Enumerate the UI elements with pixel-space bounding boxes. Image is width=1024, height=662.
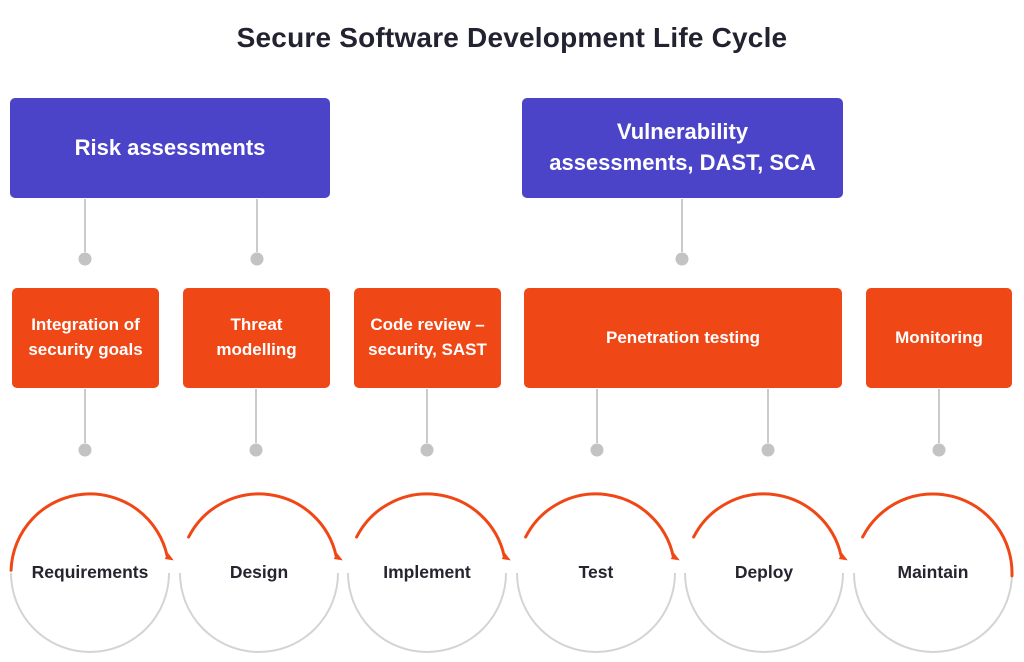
connector-dot — [761, 443, 775, 457]
mid-box-monitoring: Monitoring — [866, 288, 1012, 388]
connector-dot — [675, 252, 689, 266]
connector-dot — [250, 252, 264, 266]
mid-box-integration-of-security-goals: Integration of security goals — [12, 288, 159, 388]
connector-dot — [420, 443, 434, 457]
mid-box-penetration-testing: Penetration testing — [524, 288, 842, 388]
connector — [761, 389, 775, 457]
connector-dot — [249, 443, 263, 457]
top-connectors — [78, 199, 689, 266]
mid-box-label-line1: Code review – — [370, 315, 485, 335]
mid-box-code-review: Code review – security, SAST — [354, 288, 501, 388]
connector — [932, 389, 946, 457]
mid-box-label-line2: security, SAST — [368, 340, 487, 359]
cycle-step-test: Test — [578, 562, 614, 582]
connector-dot — [590, 443, 604, 457]
connector — [78, 199, 92, 266]
mid-box-label-line1: Integration of — [31, 315, 140, 335]
connector — [420, 389, 434, 457]
top-box-risk-assessments: Risk assessments — [10, 98, 330, 198]
bottom-connectors — [78, 389, 946, 457]
cycle-step-requirements: Requirements — [31, 562, 149, 582]
top-box-label-line2: assessments, DAST, SCA — [549, 150, 816, 175]
connector-dot — [78, 252, 92, 266]
connector — [250, 199, 264, 266]
mid-box-label-line1: Threat — [230, 315, 283, 335]
mid-box-label: Monitoring — [895, 327, 983, 347]
connector — [675, 199, 689, 266]
mid-box-label-line2: security goals — [28, 340, 143, 359]
cycle-step-implement: Implement — [383, 562, 471, 582]
top-box-label-line1: Vulnerability — [616, 119, 749, 145]
connector — [78, 389, 92, 457]
mid-box-threat-modelling: Threat modelling — [183, 288, 330, 388]
page-title: Secure Software Development Life Cycle — [236, 22, 788, 53]
cycle-step-deploy: Deploy — [734, 562, 794, 582]
top-box-label: Risk assessments — [74, 134, 266, 160]
connector-dot — [932, 443, 946, 457]
mid-box-label: Penetration testing — [606, 327, 760, 347]
cycle-step-maintain: Maintain — [897, 562, 969, 582]
mid-box-label-line2: modelling — [216, 340, 297, 359]
connector — [249, 389, 263, 457]
connector — [590, 389, 604, 457]
cycle-step-design: Design — [229, 562, 289, 582]
top-box-vulnerability-assessments: Vulnerability assessments, DAST, SCA — [522, 98, 843, 198]
connector-dot — [78, 443, 92, 457]
